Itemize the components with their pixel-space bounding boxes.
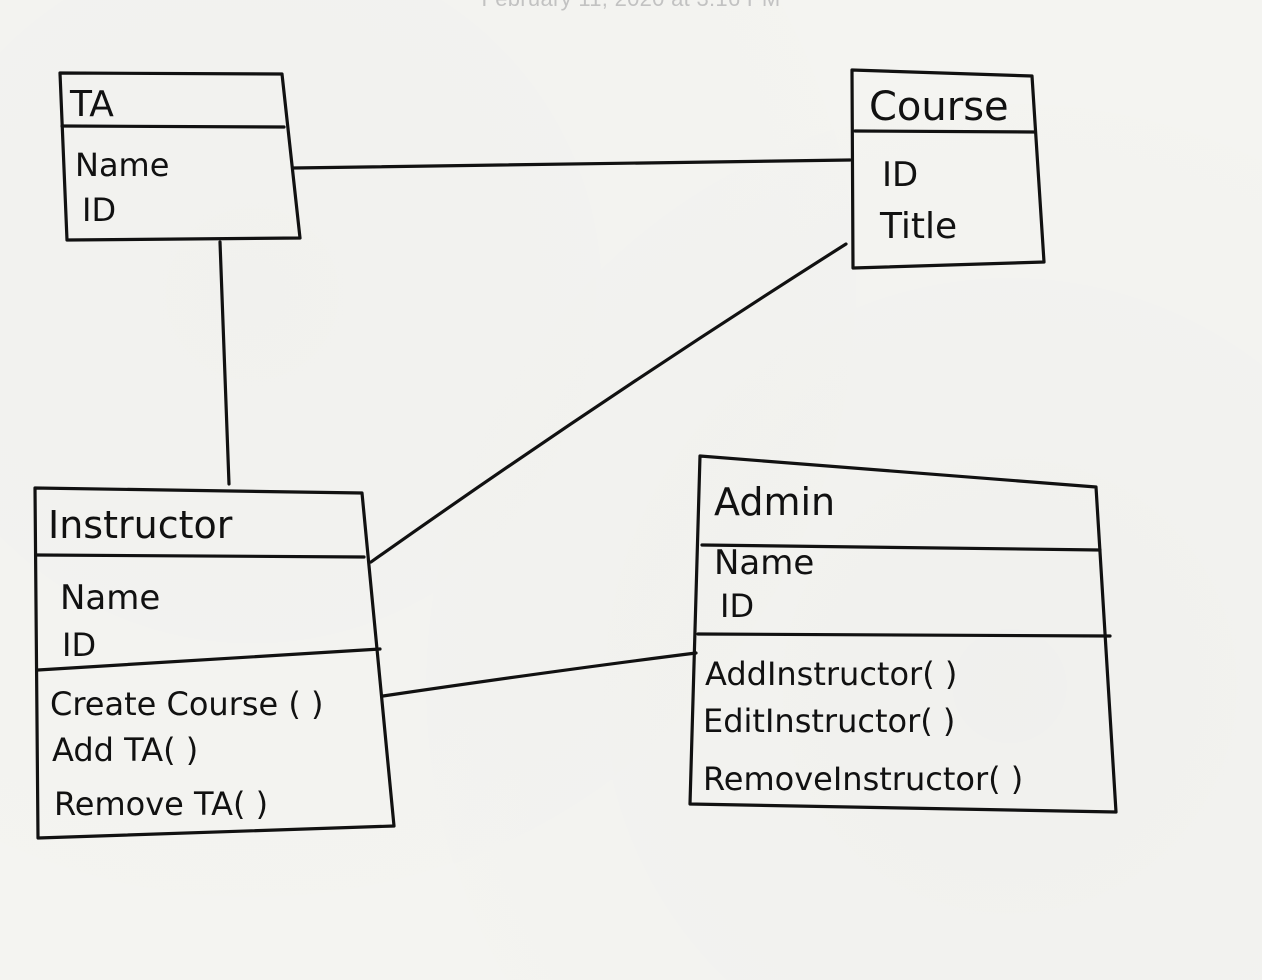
admin-attributes-divider [696, 632, 1112, 638]
instructor-method-create-course: Create Course ( ) [50, 685, 324, 723]
ta-attribute-id: ID [82, 191, 116, 229]
class-box-course: Course ID Title [850, 68, 1046, 270]
ta-name-divider [60, 124, 286, 129]
association-instructor-course [369, 242, 848, 564]
instructor-name-divider [35, 553, 366, 559]
ta-attribute-name: Name [75, 146, 169, 184]
ta-class-name: TA [69, 84, 114, 125]
course-attribute-title: Title [879, 206, 957, 247]
class-box-instructor: Instructor Name ID Create Course ( ) Add… [33, 486, 396, 840]
admin-name-divider [700, 543, 1102, 552]
instructor-attribute-id: ID [62, 626, 96, 664]
admin-method-remove-instructor: RemoveInstructor( ) [703, 760, 1023, 798]
admin-class-name: Admin [714, 480, 835, 524]
association-ta-course [291, 158, 852, 170]
admin-attribute-id: ID [720, 587, 754, 625]
association-ta-instructor [218, 240, 231, 486]
course-attribute-id: ID [882, 155, 918, 195]
instructor-attribute-name: Name [60, 578, 160, 618]
instructor-method-add-ta: Add TA( ) [52, 731, 198, 769]
course-box-outline [850, 68, 1046, 270]
course-class-name: Course [869, 84, 1009, 130]
instructor-attributes-divider [36, 647, 382, 672]
note-timestamp: February 11, 2020 at 3:16 PM [0, 0, 1262, 12]
ta-box-outline [58, 71, 302, 242]
admin-method-add-instructor: AddInstructor( ) [705, 655, 957, 693]
admin-method-edit-instructor: EditInstructor( ) [703, 702, 955, 740]
admin-box-outline [688, 454, 1118, 814]
instructor-box-outline [33, 486, 396, 840]
admin-attribute-name: Name [714, 543, 814, 583]
instructor-class-name: Instructor [48, 503, 233, 547]
instructor-method-remove-ta: Remove TA( ) [54, 785, 268, 823]
course-name-divider [853, 129, 1036, 134]
association-instructor-admin [381, 651, 698, 698]
class-box-admin: Admin Name ID AddInstructor( ) EditInstr… [688, 454, 1118, 814]
class-box-ta: TA Name ID [58, 71, 302, 242]
